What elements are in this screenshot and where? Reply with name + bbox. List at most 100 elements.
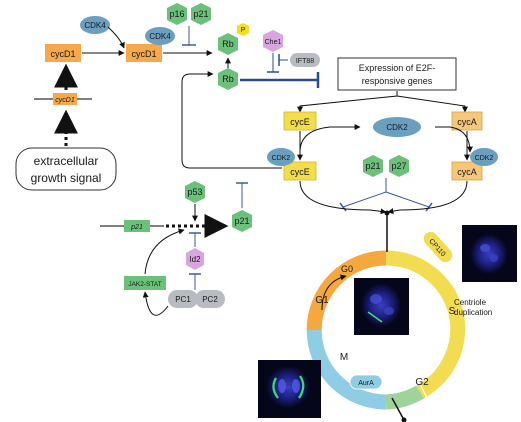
g2-label: G2 bbox=[415, 377, 429, 388]
g1-arc bbox=[306, 250, 387, 331]
micrograph-s bbox=[462, 225, 517, 282]
cdk4-bound bbox=[145, 27, 175, 45]
p53-hexagon bbox=[185, 181, 205, 203]
ift88-pill bbox=[290, 53, 320, 67]
g2-arc bbox=[385, 385, 424, 410]
phosphate-hexagon bbox=[237, 23, 249, 36]
cell-cycle-ring bbox=[306, 250, 466, 410]
p16-label: p16 bbox=[169, 9, 184, 19]
rb-phospho-hexagon bbox=[218, 33, 238, 55]
micrograph-g0 bbox=[354, 278, 409, 335]
cdk2-to-cyce-arrow bbox=[299, 124, 361, 153]
m-label: M bbox=[340, 352, 348, 363]
e2f-line2: responsive genes bbox=[362, 76, 433, 86]
g0-label: G0 bbox=[341, 264, 353, 274]
cyca-to-cycle-arrow bbox=[387, 180, 468, 215]
p16-hexagon bbox=[167, 3, 187, 25]
cycd1-complex-label: cycD1 bbox=[131, 49, 156, 59]
jak2-to-p21-arrow bbox=[144, 228, 185, 275]
p21-p27-inhibit-left bbox=[342, 191, 387, 208]
cyce-complex bbox=[283, 161, 317, 181]
id2-hexagon bbox=[186, 248, 204, 270]
che1-label: Che1 bbox=[265, 39, 282, 46]
g1-to-g0-arrow bbox=[321, 274, 347, 311]
p21-p27-bar-left bbox=[339, 202, 347, 212]
pc2-pill bbox=[195, 290, 225, 308]
e2f-to-cyca-arrow bbox=[396, 95, 468, 113]
pc2-label: PC2 bbox=[202, 295, 218, 304]
p21-gene-label: p21 bbox=[130, 224, 143, 231]
pc1-pill bbox=[168, 290, 198, 308]
cdk2-cyca-bound bbox=[470, 148, 498, 166]
p21-p27-inhibit-right bbox=[385, 191, 430, 208]
id2-label: Id2 bbox=[189, 255, 201, 264]
cdk2-free-label: CDK2 bbox=[386, 123, 408, 132]
p21-bottom-label: p21 bbox=[234, 216, 249, 226]
p21-gene-box bbox=[124, 220, 150, 232]
cp110-pill: CP110 bbox=[423, 231, 453, 263]
pc1-label: PC1 bbox=[175, 295, 191, 304]
e2f-expression-box: Expression of E2F- responsive genes bbox=[337, 57, 457, 91]
cdk4-free-label: CDK4 bbox=[84, 21, 106, 30]
cdk2-cyca-bound-label: CDK2 bbox=[475, 155, 494, 162]
growth-signal-line2: growth signal bbox=[31, 171, 102, 185]
cdk2-free bbox=[373, 117, 421, 137]
jak2-stat-box bbox=[124, 276, 166, 290]
cyce-top-label: cycE bbox=[290, 117, 310, 127]
p27-hexagon bbox=[389, 155, 409, 177]
p21-mid-label: p21 bbox=[365, 161, 380, 171]
aura-label: AurA bbox=[358, 380, 374, 387]
cdk2-to-cyca-arrow bbox=[435, 126, 473, 153]
jak2-stat-label: JAK2-STAT bbox=[128, 281, 161, 288]
cdk2-cyce-bound-label: CDK2 bbox=[272, 155, 291, 162]
ring-checkpoint-bottom-dot bbox=[401, 417, 407, 422]
p21-bottom-hexagon bbox=[232, 210, 252, 232]
ring-checkpoint-bottom bbox=[391, 397, 405, 421]
cyca-complex bbox=[451, 161, 483, 181]
cyce-complex-label: cycE bbox=[290, 167, 310, 177]
cdk2-cyce-bound bbox=[267, 148, 295, 166]
cyca-top bbox=[451, 111, 483, 131]
p21-mid-hexagon bbox=[363, 155, 383, 177]
aura-pill bbox=[349, 374, 383, 390]
micrograph-m bbox=[258, 360, 321, 418]
rb-label: Rb bbox=[222, 74, 234, 84]
cyca-top-label: cycA bbox=[457, 117, 477, 127]
cdk4-bound-label: CDK4 bbox=[149, 32, 171, 41]
cycd1-left-label: cycD1 bbox=[50, 49, 75, 59]
s-label: S bbox=[449, 306, 456, 317]
cyce-to-rb-feedback-arrow bbox=[181, 71, 282, 169]
p27-label: p27 bbox=[391, 161, 406, 171]
p53-label: p53 bbox=[187, 187, 202, 197]
cyce-to-cycle-arrow bbox=[299, 180, 387, 215]
che1-hexagon bbox=[263, 30, 283, 52]
g2-boundary bbox=[419, 383, 429, 401]
growth-signal-line1: extracellular bbox=[34, 154, 99, 168]
cycd1-protein-complex bbox=[126, 44, 162, 62]
centriole-line1: Centriole bbox=[454, 298, 487, 307]
rb-phospho-label: Rb bbox=[222, 39, 234, 49]
centriole-line2: duplication bbox=[454, 308, 492, 317]
e2f-to-cyce-arrow bbox=[297, 91, 398, 113]
p21-top-hexagon bbox=[191, 3, 211, 25]
ift88-label: IFT88 bbox=[296, 58, 314, 65]
cycd1-protein-left bbox=[45, 44, 81, 62]
g1-label: G1 bbox=[315, 295, 329, 306]
p21-top-label: p21 bbox=[193, 9, 208, 19]
s-arc bbox=[385, 250, 463, 314]
cyce-top bbox=[283, 111, 317, 131]
cycd1-gene-label: cycD1 bbox=[55, 97, 75, 104]
m-arc bbox=[306, 329, 387, 410]
phosphate-label: P bbox=[241, 27, 246, 34]
cdk4-free bbox=[80, 16, 110, 34]
rb-hexagon bbox=[218, 68, 238, 90]
growth-signal-box: extracellular growth signal bbox=[15, 147, 117, 191]
cyca-complex-label: cycA bbox=[457, 167, 477, 177]
s-arc-lower bbox=[416, 309, 466, 399]
cdk4-binding-arrow bbox=[107, 26, 125, 49]
cycd1-gene-box bbox=[53, 93, 77, 105]
e2f-line1: Expression of E2F- bbox=[359, 63, 436, 73]
pc-to-jak2-arrow bbox=[142, 291, 169, 316]
p21-p27-bar-right bbox=[425, 202, 433, 212]
